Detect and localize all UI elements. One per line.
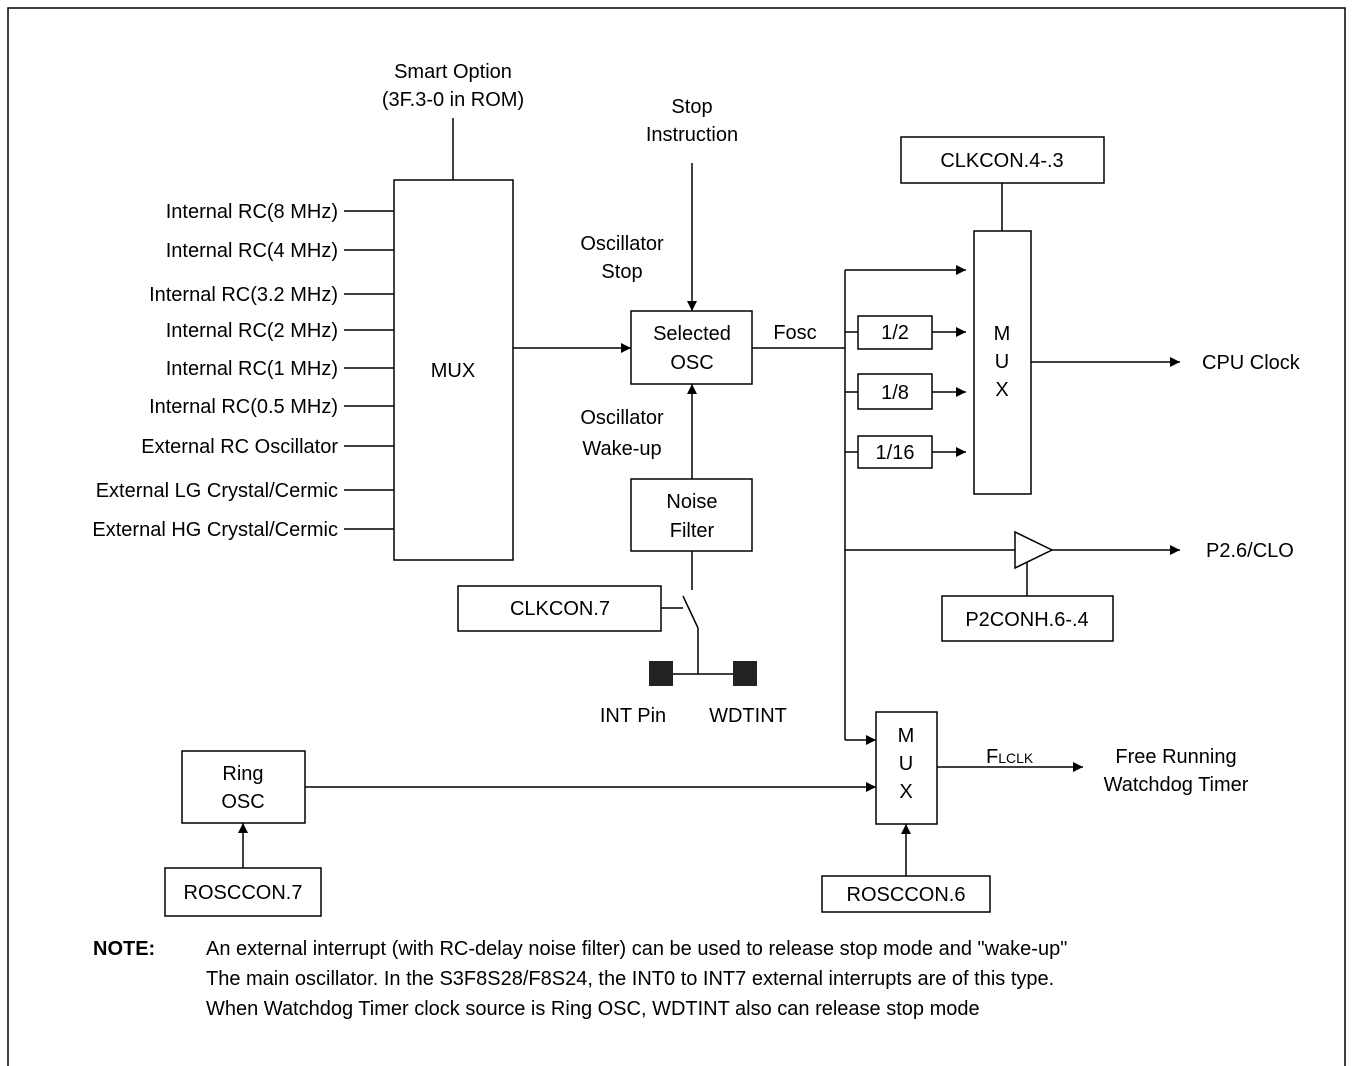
selected-osc-sublabel: OSC <box>670 352 713 374</box>
note-label: NOTE: <box>93 938 156 960</box>
noise-filter-label: Noise <box>666 491 717 513</box>
fosc-label: Fosc <box>773 322 816 344</box>
page-frame <box>7 7 1346 1066</box>
oscillator-wakeup-sublabel: Wake-up <box>582 438 661 460</box>
smart-option-sublabel: (3F.3-0 in ROM) <box>382 89 524 111</box>
smart-option-label: Smart Option <box>394 61 512 83</box>
input-label: Internal RC(4 MHz) <box>166 240 338 262</box>
int-pin-terminal <box>649 661 673 686</box>
stop-instruction-sublabel: Instruction <box>646 124 738 146</box>
note-line: When Watchdog Timer clock source is Ring… <box>206 998 980 1020</box>
input-lines <box>344 210 394 530</box>
rosccon6-label: ROSCCON.6 <box>847 884 966 906</box>
mux-wdt-letter: X <box>899 781 912 803</box>
free-running-label: Free Running <box>1115 746 1236 768</box>
rosccon7-box <box>164 867 322 917</box>
int-pin-label: INT Pin <box>600 705 666 727</box>
selected-osc-label: Selected <box>653 323 731 345</box>
clo-buffer <box>1014 530 1054 570</box>
ring-osc-box <box>181 750 306 824</box>
oscillator-stop-sublabel: Stop <box>601 261 642 283</box>
rosccon7-label: ROSCCON.7 <box>184 882 303 904</box>
wdtint-terminal <box>733 661 757 686</box>
div2-label: 1/2 <box>881 322 909 344</box>
input-label: External LG Crystal/Cermic <box>96 480 338 502</box>
clkcon7-box <box>457 585 662 632</box>
noise-filter-sublabel: Filter <box>670 520 715 542</box>
input-label: External RC Oscillator <box>141 436 338 458</box>
noise-filter-box <box>630 478 753 552</box>
mux-main-box <box>393 179 514 561</box>
cpu-clock-label: CPU Clock <box>1202 352 1301 374</box>
div16-box <box>857 435 933 469</box>
mux-cpu-letter: U <box>995 351 1009 373</box>
p2conh-box <box>941 595 1114 642</box>
mux-wdt-letter: U <box>899 753 913 775</box>
div16-label: 1/16 <box>876 442 915 464</box>
input-label: Internal RC(1 MHz) <box>166 358 338 380</box>
mux-wdt-letter: M <box>898 725 915 747</box>
wdtint-label: WDTINT <box>709 705 787 727</box>
input-list: Internal RC(8 MHz) Internal RC(4 MHz) In… <box>92 201 338 541</box>
oscillator-stop-label: Oscillator <box>580 233 664 255</box>
input-label: Internal RC(8 MHz) <box>166 201 338 223</box>
input-label: External HG Crystal/Cermic <box>92 519 338 541</box>
div8-label: 1/8 <box>881 382 909 404</box>
oscillator-wakeup-label: Oscillator <box>580 407 664 429</box>
clkcon7-label: CLKCON.7 <box>510 598 610 620</box>
p2conh-label: P2CONH.6-.4 <box>965 609 1088 631</box>
mux-cpu-box <box>973 230 1032 495</box>
flclk-label: FLCLK <box>986 746 1034 768</box>
ring-osc-sublabel: OSC <box>221 791 264 813</box>
input-label: Internal RC(3.2 MHz) <box>149 284 338 306</box>
free-running-sublabel: Watchdog Timer <box>1104 774 1249 796</box>
ring-osc-label: Ring <box>222 763 263 785</box>
stop-instruction-label: Stop <box>671 96 712 118</box>
rosccon6-box <box>821 875 991 913</box>
p26-clo-label: P2.6/CLO <box>1206 540 1294 562</box>
note-line: The main oscillator. In the S3F8S28/F8S2… <box>206 968 1055 990</box>
mux-cpu-letter: X <box>995 379 1008 401</box>
mux-cpu-letter: M <box>994 323 1011 345</box>
switch-blade <box>682 595 699 629</box>
input-label: Internal RC(2 MHz) <box>166 320 338 342</box>
clkcon43-label: CLKCON.4-.3 <box>940 150 1063 172</box>
input-label: Internal RC(0.5 MHz) <box>149 396 338 418</box>
mux-wdt-box <box>875 711 938 825</box>
clkcon43-box <box>900 136 1105 184</box>
note-line: An external interrupt (with RC-delay noi… <box>206 938 1068 960</box>
mux-main-label: MUX <box>431 360 475 382</box>
div8-box <box>857 373 933 410</box>
